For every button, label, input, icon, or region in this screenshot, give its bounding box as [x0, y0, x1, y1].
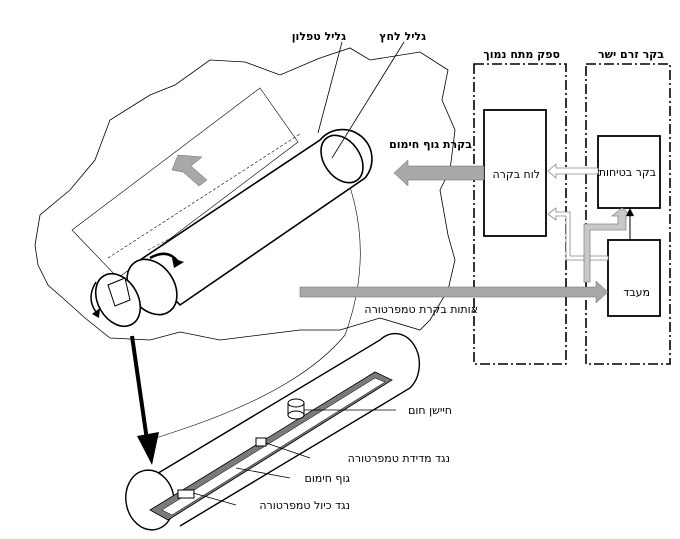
- paper-curve: [149, 149, 361, 441]
- thermal-sensor-label: חיישן חום: [408, 404, 452, 417]
- teflon-roller-leader: [317, 41, 343, 134]
- dc-controller-box: [585, 63, 671, 365]
- paper-dashed-line: [107, 133, 301, 259]
- processor-to-board-arrow: [547, 207, 609, 261]
- heating-element-label: גוף חימום: [305, 472, 351, 485]
- safety-controller-label: בקר בטיחות: [599, 166, 656, 179]
- temp-measure-resistor-label: נגד מדידת טמפרטורה: [348, 452, 450, 465]
- temp-calib-resistor-chip: [177, 489, 195, 499]
- safety-to-board-arrow: [547, 163, 599, 179]
- heater-tube: [125, 332, 421, 531]
- heater-control-arrow: [393, 159, 485, 187]
- temp-calib-resistor-label: נגד כיול טמפרטורה: [259, 499, 350, 512]
- processor-label: מעבד: [623, 286, 650, 299]
- rotation-arrow-lower: [90, 281, 97, 313]
- pressure-roller-leader: [331, 41, 405, 159]
- processor-box: [607, 239, 661, 317]
- heater-control-label: בקרת גוף חימום: [389, 138, 472, 151]
- processor-to-safety-arrow: [583, 207, 634, 283]
- control-board-label: לוח בקרה: [493, 168, 541, 181]
- temp-signals-label: אותות בקרת טמפרטורה: [364, 303, 478, 316]
- dc-controller-label: בקר זרם ישר: [598, 48, 664, 61]
- detail-down-arrowhead: [137, 432, 159, 465]
- paper-sheet: [71, 87, 299, 279]
- rotation-arrowhead-upper: [172, 258, 184, 268]
- temp-signals-arrow: [299, 280, 609, 304]
- rotation-arrowhead-lower: [92, 308, 100, 318]
- pressure-roller-label: גליל לחץ: [379, 30, 426, 43]
- thermal-sensor: [287, 398, 305, 420]
- low-voltage-supply-label: ספק מתח נמוך: [483, 48, 560, 61]
- paper-direction-arrow: [171, 154, 208, 187]
- teflon-roller-label: גליל טפלון: [292, 30, 346, 43]
- control-board-box: [483, 109, 547, 237]
- detail-down-arrow-shaft: [130, 335, 149, 441]
- temp-measure-resistor-chip: [255, 437, 267, 447]
- teflon-roller: [94, 272, 142, 328]
- fuser-unit-outline: [34, 47, 456, 341]
